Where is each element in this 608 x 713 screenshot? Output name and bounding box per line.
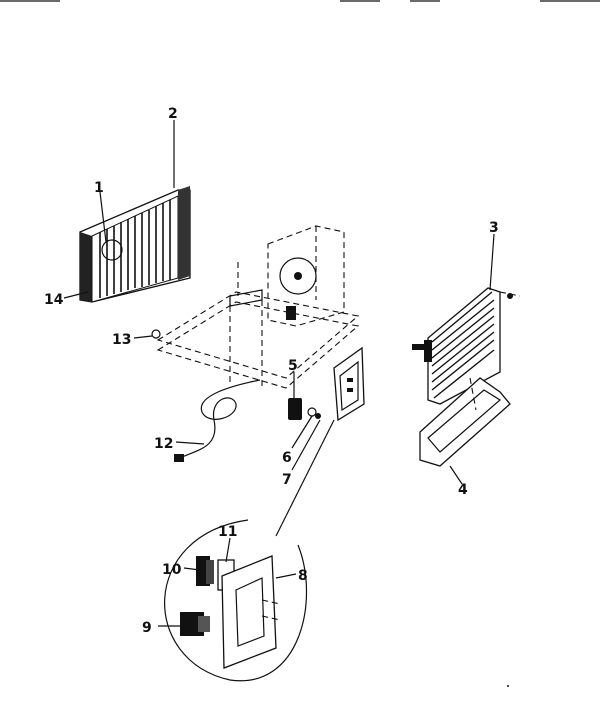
- stray-dot: [507, 685, 509, 687]
- coil-assembly: [412, 287, 521, 405]
- power-cord: [174, 379, 261, 462]
- callout-2: 2: [168, 106, 178, 122]
- callout-4: 4: [458, 482, 468, 498]
- callout-7: 7: [282, 472, 292, 488]
- callout-1: 1: [94, 180, 104, 196]
- detail-circle: [164, 419, 335, 682]
- switch-part-10: [196, 556, 214, 586]
- control-plate-part-8: [221, 555, 281, 669]
- screw: [151, 329, 161, 339]
- callout-6: 6: [282, 450, 292, 466]
- callout-labels: 2 1 14 3 13 5 12 6 7 4 11 10 8 9: [44, 106, 499, 636]
- front-grille-assembly: [79, 186, 191, 303]
- callout-12: 12: [154, 436, 173, 452]
- callout-10: 10: [162, 562, 182, 578]
- switch-part-9: [180, 612, 210, 636]
- callout-11: 11: [218, 524, 237, 540]
- callout-14: 14: [44, 292, 64, 308]
- capacitor: [288, 398, 302, 420]
- leader-lines: [63, 120, 495, 627]
- thermostat-knob: [307, 407, 321, 419]
- base-chassis: [156, 225, 360, 390]
- control-panel: [333, 346, 365, 422]
- callout-5: 5: [288, 358, 298, 374]
- callout-13: 13: [112, 332, 131, 348]
- drain-pan: [419, 377, 511, 467]
- callout-9: 9: [142, 620, 152, 636]
- callout-8: 8: [298, 568, 308, 584]
- callout-3: 3: [489, 220, 499, 236]
